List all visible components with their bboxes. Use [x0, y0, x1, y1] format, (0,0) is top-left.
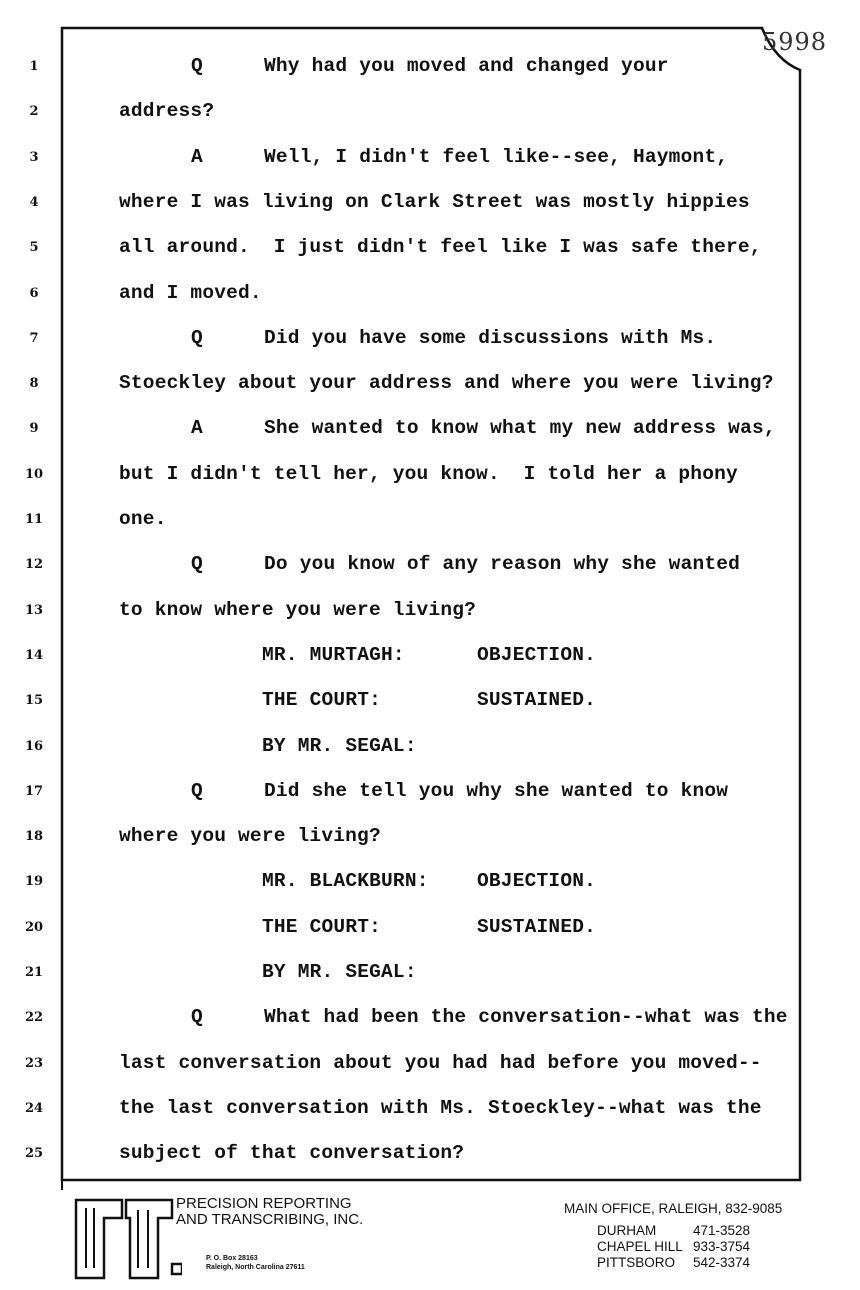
line-number: 6	[29, 285, 39, 301]
line-text: one.	[119, 508, 167, 530]
colloquy-speaker: BY MR. SEGAL:	[262, 734, 417, 757]
office-row: DURHAM 471-3528	[597, 1223, 750, 1239]
speaker-label: Q	[191, 553, 203, 576]
line-text: Well, I didn't feel like--see, Haymont,	[264, 145, 729, 168]
speaker-label: A	[191, 145, 203, 168]
line-number: 9	[29, 421, 39, 437]
main-office: MAIN OFFICE, RALEIGH, 832-9085	[564, 1201, 783, 1216]
line-number: 3	[29, 149, 39, 165]
office-city: CHAPEL HILL	[597, 1239, 683, 1254]
line-number: 22	[24, 1010, 44, 1026]
line-number: 7	[29, 330, 39, 346]
office-phone: 933-3754	[693, 1239, 751, 1254]
line-text: subject of that conversation?	[119, 1142, 465, 1165]
company-name-1: PRECISION REPORTING	[176, 1195, 352, 1212]
line-number: 12	[24, 557, 44, 573]
line-text: but I didn't tell her, you know. I told …	[119, 462, 738, 485]
speaker-label: Q	[191, 1006, 203, 1029]
line-number: 5	[29, 240, 39, 256]
line-number: 14	[24, 647, 44, 663]
line-number: 16	[24, 738, 44, 754]
office-row: CHAPEL HILL 933-3754	[597, 1239, 750, 1255]
address-line-1: P. O. Box 28163	[206, 1255, 258, 1262]
line-number: 8	[29, 376, 39, 392]
colloquy-remark: OBJECTION.	[477, 870, 597, 893]
line-number: 19	[24, 874, 44, 890]
line-number: 18	[24, 829, 44, 845]
colloquy-speaker: MR. MURTAGH:	[262, 643, 405, 666]
office-list: DURHAM 471-3528 CHAPEL HILL 933-3754 PITTS…	[597, 1223, 750, 1271]
company-logo	[74, 1198, 182, 1280]
line-number: 24	[24, 1100, 44, 1116]
colloquy-remark: SUSTAINED.	[477, 915, 597, 938]
line-text: Did she tell you why she wanted to know	[264, 779, 729, 802]
line-text: last conversation about you had had befo…	[119, 1051, 762, 1074]
line-number: 13	[24, 602, 44, 618]
line-number: 4	[29, 194, 39, 210]
colloquy-speaker: THE COURT:	[262, 689, 382, 712]
line-text: Stoeckley about your address and where y…	[119, 372, 774, 395]
line-number: 10	[24, 466, 44, 482]
line-text: and I moved.	[119, 281, 262, 304]
line-text: to know where you were living?	[119, 598, 477, 621]
line-text: where I was living on Clark Street was m…	[119, 190, 750, 213]
page-number: 5998	[762, 28, 828, 56]
office-city: PITTSBORO	[597, 1255, 676, 1270]
line-text: She wanted to know what my new address w…	[264, 417, 776, 440]
colloquy-speaker: BY MR. SEGAL:	[262, 961, 417, 983]
line-number: 1	[29, 59, 39, 74]
office-phone: 471-3528	[693, 1223, 751, 1238]
colloquy-remark: SUSTAINED.	[477, 689, 597, 712]
colloquy-speaker: MR. BLACKBURN:	[262, 870, 429, 893]
line-text: all around. I just didn't feel like I wa…	[119, 236, 762, 259]
colloquy-speaker: THE COURT:	[262, 915, 382, 938]
line-number: 17	[24, 783, 44, 799]
speaker-label: A	[191, 417, 203, 440]
line-text: Do you know of any reason why she wanted	[264, 553, 741, 576]
line-number: 15	[24, 693, 44, 709]
line-number: 11	[24, 512, 44, 527]
colloquy-remark: OBJECTION.	[477, 643, 597, 666]
line-text: Did you have some discussions with Ms.	[264, 326, 717, 349]
line-number: 2	[29, 104, 39, 120]
address-line-2: Raleigh, North Carolina 27611	[206, 1264, 305, 1271]
line-number: 25	[24, 1146, 44, 1162]
speaker-label: Q	[191, 55, 203, 77]
line-text: the last conversation with Ms. Stoeckley…	[119, 1096, 762, 1119]
line-text: address?	[119, 100, 215, 123]
line-text: where you were living?	[119, 825, 381, 848]
office-row: PITTSBORO 542-3374	[597, 1255, 750, 1271]
speaker-label: Q	[191, 779, 203, 802]
office-city: DURHAM	[597, 1223, 657, 1238]
line-text: What had been the conversation--what was…	[264, 1006, 788, 1029]
speaker-label: Q	[191, 326, 203, 349]
line-number: 23	[24, 1055, 44, 1071]
line-number: 20	[24, 919, 44, 935]
line-number: 21	[24, 965, 44, 980]
office-phone: 542-3374	[693, 1255, 751, 1270]
company-name-2: AND TRANSCRIBING, INC.	[176, 1211, 364, 1228]
line-text: Why had you moved and changed your	[264, 55, 669, 77]
